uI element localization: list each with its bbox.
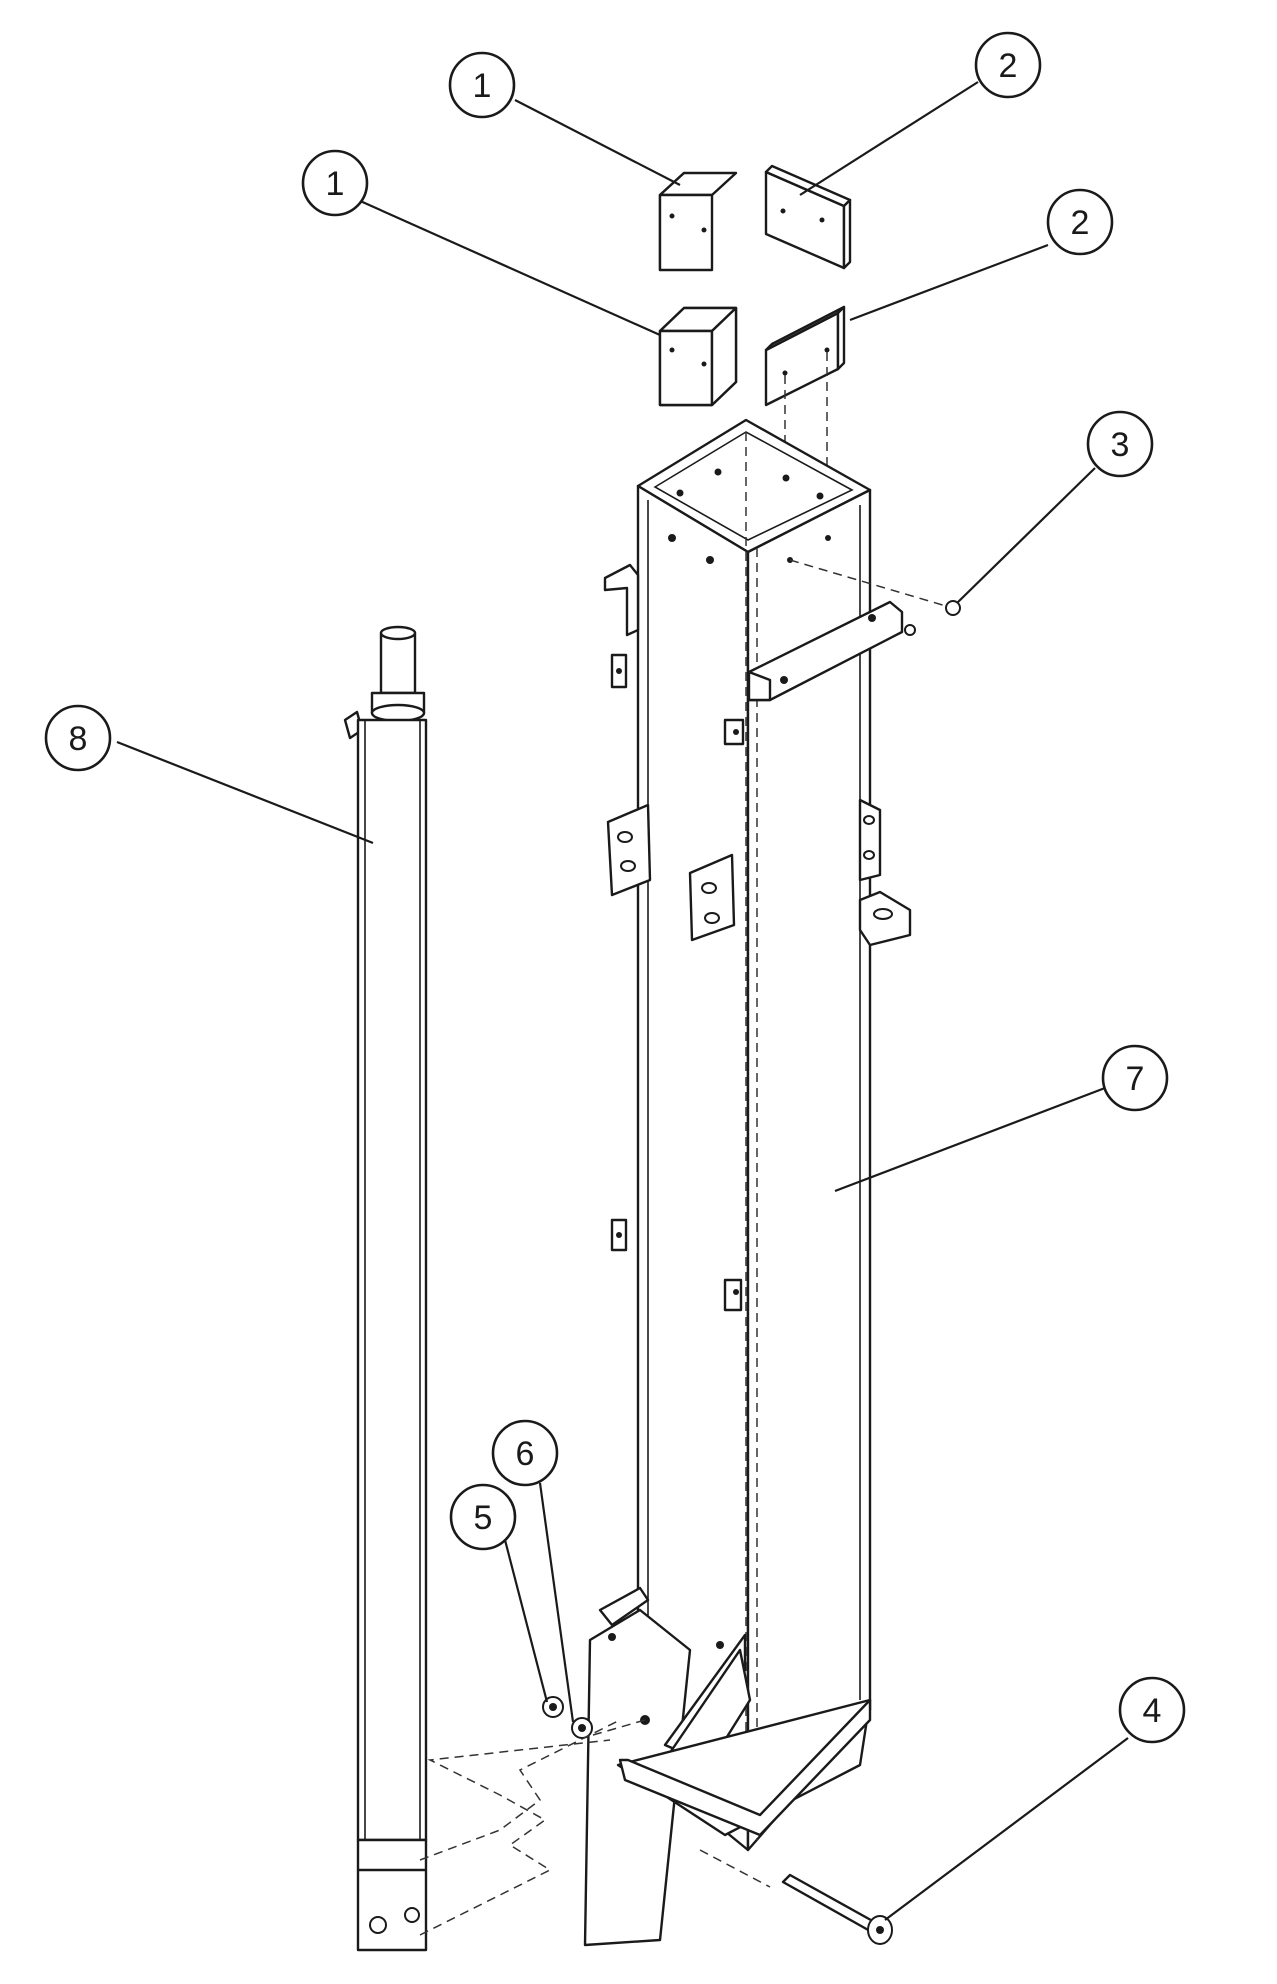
callout-1-upper-label: 1 — [473, 67, 492, 105]
nut-5 — [542, 1696, 564, 1718]
callout-2-lower: 2 — [1046, 188, 1114, 256]
washer-6 — [571, 1717, 593, 1739]
callout-4-label: 4 — [1143, 1692, 1162, 1730]
callout-4: 4 — [1118, 1676, 1186, 1744]
callout-6: 6 — [491, 1419, 559, 1487]
callout-8: 8 — [44, 704, 112, 772]
wear-pad-lower-left — [658, 306, 738, 407]
callout-3: 3 — [1086, 410, 1154, 478]
callout-5-label: 5 — [474, 1499, 493, 1537]
wear-pad-lower-right — [764, 305, 846, 407]
callout-6-label: 6 — [516, 1435, 535, 1473]
bolt-4 — [699, 1849, 893, 1945]
fastener-3 — [789, 559, 961, 636]
callout-8-label: 8 — [69, 720, 88, 758]
callout-1-lower: 1 — [301, 149, 369, 217]
callout-1-lower-label: 1 — [326, 165, 345, 203]
callout-2-lower-label: 2 — [1071, 204, 1090, 242]
wear-pad-upper-right — [764, 164, 852, 270]
callout-3-label: 3 — [1111, 426, 1130, 464]
leader-lines — [116, 81, 1129, 1921]
callout-5: 5 — [449, 1483, 517, 1551]
callout-2-upper: 2 — [974, 31, 1042, 99]
callout-7-label: 7 — [1126, 1060, 1145, 1098]
callout-2-upper-label: 2 — [999, 47, 1018, 85]
callout-1-upper: 1 — [448, 51, 516, 119]
hydraulic-cylinder — [343, 625, 428, 1952]
callout-7: 7 — [1101, 1044, 1169, 1112]
wear-pad-upper-left — [658, 171, 738, 272]
column-tube — [583, 418, 912, 1947]
